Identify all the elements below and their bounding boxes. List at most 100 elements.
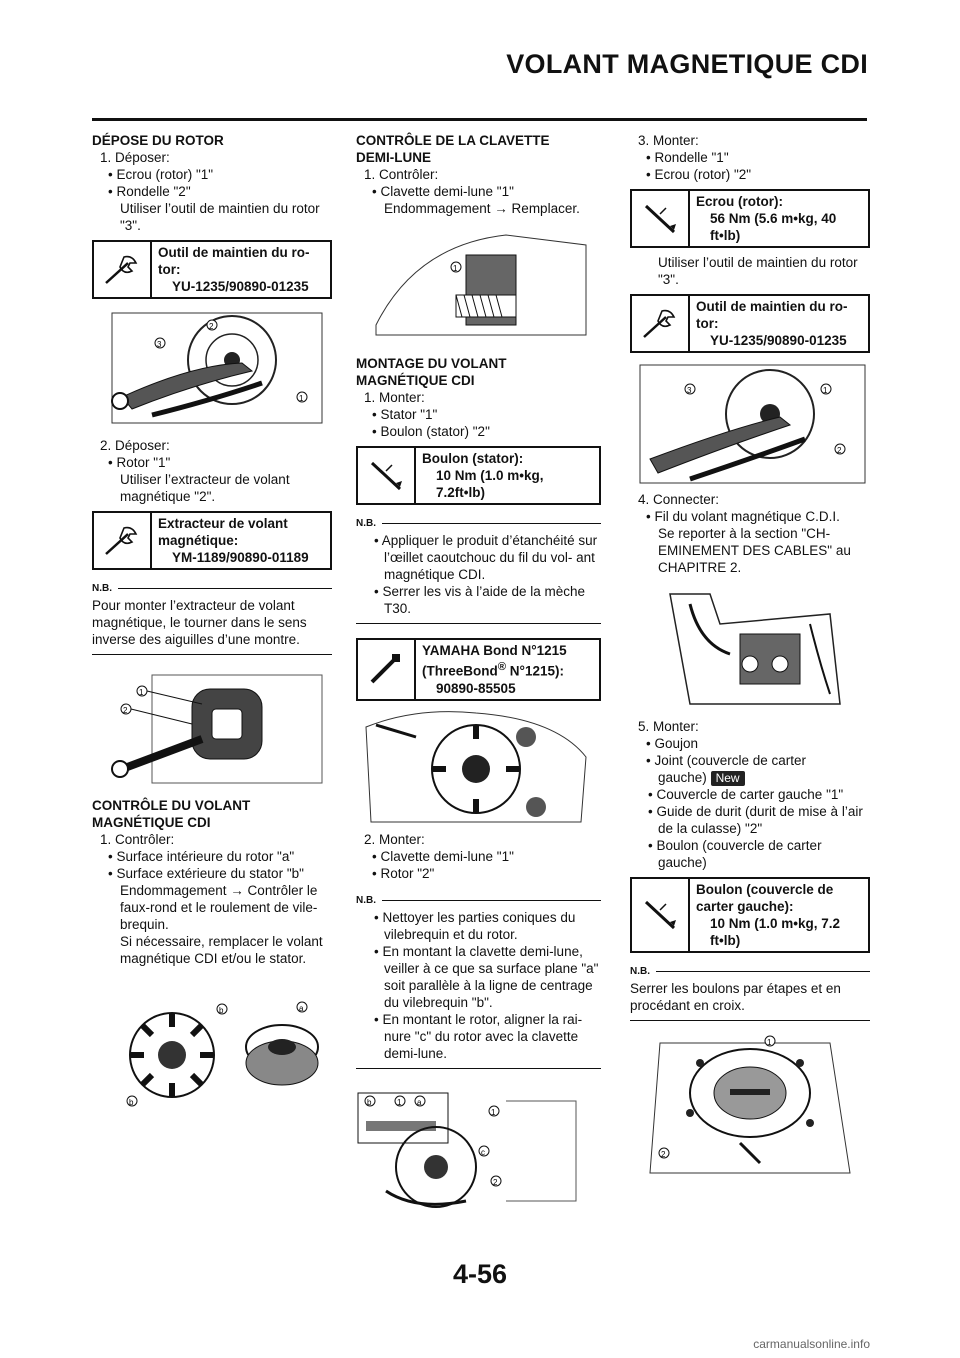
note-block: N.B. • Appliquer le produit d’étanchéité… — [356, 515, 601, 624]
callout: 3 — [157, 340, 162, 349]
sealant-label: (ThreeBond — [422, 663, 498, 679]
tool-part-number: YU-1235/90890-01235 — [710, 333, 847, 348]
tool-box: Extracteur de volant magnétique: YM-1189… — [92, 511, 332, 570]
woodruff-key-illustration: 1 — [356, 225, 601, 345]
torque-label: carter gauche): — [696, 899, 794, 914]
callout: b — [367, 1098, 372, 1107]
callout: 2 — [837, 446, 842, 455]
torque-value: 7.2ft•lb) — [436, 485, 485, 500]
crankcase-cover-illustration: 1 2 — [630, 1033, 870, 1183]
torque-wrench-icon — [358, 448, 416, 503]
bullet: • Stator "1" — [372, 407, 438, 422]
rotor-stator-illustration: b a b — [92, 997, 332, 1107]
step: 5. Monter: — [638, 719, 699, 734]
new-badge: New — [710, 771, 745, 786]
registered-mark: ® — [497, 661, 507, 673]
callout: 1 — [453, 264, 458, 273]
callout: c — [481, 1148, 485, 1157]
section-title: CONTRÔLE DE LA CLAVETTE — [356, 133, 550, 148]
callout: b — [129, 1098, 134, 1107]
bullet: • Couvercle de carter gauche "1" — [648, 787, 844, 802]
bullet: • Boulon (stator) "2" — [372, 424, 490, 439]
section-title: DEMI-LUNE — [356, 150, 431, 165]
sealant-icon — [358, 640, 416, 699]
bullet: • Goujon — [646, 736, 699, 751]
note-block: N.B. Serrer les boulons par étapes et en… — [630, 963, 870, 1021]
torque-box: Ecrou (rotor): 56 Nm (5.6 m•kg, 40 ft•lb… — [630, 189, 870, 248]
note: Utiliser l’extracteur de volant magnétiq… — [120, 472, 290, 504]
nb-text: • En montant le rotor, aligner la rai- n… — [374, 1011, 583, 1061]
nb-text: Serrer les boulons par étapes et en proc… — [630, 981, 841, 1013]
bullet: • Surface intérieure du rotor "a" — [108, 849, 295, 864]
torque-value: ft•lb) — [710, 933, 741, 948]
callout: b — [219, 1006, 224, 1015]
torque-value: 56 Nm (5.6 m•kg, 40 — [710, 211, 837, 226]
column-3: 3. Monter: • Rondelle "1" • Ecrou (rotor… — [630, 132, 870, 1183]
sealant-label: YAMAHA Bond N°1215 — [422, 643, 567, 658]
nb-label: N.B. — [356, 518, 376, 529]
torque-value: 10 Nm (1.0 m•kg, 7.2 — [710, 916, 841, 931]
nb-text: • En montant la clavette demi-lune, veil… — [374, 943, 599, 1010]
callout: 1 — [397, 1098, 402, 1107]
step: 2. Monter: — [364, 831, 425, 847]
bullet: • Rotor "2" — [372, 865, 435, 881]
callout: 2 — [209, 322, 214, 331]
bullet: • Surface extérieure du stator "b" — [108, 866, 304, 881]
bullet: • Rotor "1" — [108, 455, 171, 470]
nb-label: N.B. — [356, 894, 376, 906]
nb-label: N.B. — [630, 966, 650, 977]
nb-text: • Serrer les vis à l’aide de la mèche T3… — [374, 584, 586, 616]
bullet: • Boulon (couvercle de carter gauche) — [648, 838, 822, 870]
bullet: • Ecrou (rotor) "1" — [108, 167, 214, 182]
tool-box: Outil de maintien du ro- tor: YU-1235/90… — [630, 294, 870, 353]
note: Endommagement → Remplacer. — [384, 201, 580, 216]
wrench-icon — [94, 242, 152, 297]
note: Utiliser l’outil de maintien du rotor "3… — [658, 255, 858, 287]
section-title: MAGNÉTIQUE CDI — [356, 373, 475, 388]
tool-label: tor: — [158, 262, 181, 277]
note-block: N.B. • Nettoyer les parties coniques du … — [356, 892, 601, 1069]
callout: 1 — [823, 386, 828, 395]
wrench-icon — [94, 513, 152, 568]
nb-text: • Nettoyer les parties coniques du vileb… — [374, 909, 576, 942]
column-1: DÉPOSE DU ROTOR 1. Déposer: • Ecrou (rot… — [92, 132, 332, 1107]
section-title: MONTAGE DU VOLANT — [356, 356, 507, 371]
sealant-box: YAMAHA Bond N°1215 (ThreeBond® N°1215): … — [356, 638, 601, 701]
torque-box: Boulon (stator): 10 Nm (1.0 m•kg, 7.2ft•… — [356, 446, 601, 505]
step: 2. Déposer: — [100, 438, 170, 453]
bullet: • Ecrou (rotor) "2" — [646, 167, 752, 182]
page-title: VOLANT MAGNETIQUE CDI — [506, 49, 868, 79]
torque-label: Ecrou (rotor): — [696, 194, 783, 209]
note: Se reporter à la section "CH- EMINEMENT … — [658, 526, 851, 575]
rotor-nut-illustration: 3 1 2 — [630, 359, 870, 489]
rotor-holder-illustration: 3 2 1 — [92, 305, 332, 435]
note: Endommagement → Contrôler le faux-rond e… — [120, 883, 318, 932]
callout: a — [417, 1098, 422, 1107]
torque-value: ft•lb) — [710, 228, 741, 243]
bullet: • Fil du volant magnétique C.D.I. — [646, 509, 840, 524]
torque-wrench-icon — [632, 879, 690, 951]
bullet: • Rondelle "1" — [646, 150, 729, 165]
callout: 2 — [123, 706, 128, 715]
tool-label: tor: — [696, 316, 719, 331]
column-2: CONTRÔLE DE LA CLAVETTE DEMI-LUNE 1. Con… — [356, 132, 601, 1211]
note: Utiliser l’outil de maintien du rotor "3… — [120, 201, 320, 233]
nb-text: Pour monter l’extracteur de volant magné… — [92, 598, 307, 647]
tool-box: Outil de maintien du ro- tor: YU-1235/90… — [92, 240, 332, 299]
torque-box: Boulon (couvercle de carter gauche): 10 … — [630, 877, 870, 953]
sealant-part-number: 90890-85505 — [436, 680, 516, 696]
bullet: • Rondelle "2" — [108, 184, 191, 199]
section-title: CONTRÔLE DU VOLANT — [92, 798, 251, 813]
section-title: MAGNÉTIQUE CDI — [92, 815, 211, 830]
wrench-icon — [632, 296, 690, 351]
step: 3. Monter: — [638, 133, 699, 148]
bullet: • Clavette demi-lune "1" — [372, 848, 514, 864]
sealant-label: N°1215): — [506, 663, 564, 679]
torque-label: Boulon (couvercle de — [696, 882, 834, 897]
note-block: N.B. Pour monter l’extracteur de volant … — [92, 580, 332, 655]
rotor-key-illustration: b 1 a 1 c 2 — [356, 1080, 601, 1211]
callout: 1 — [491, 1108, 496, 1117]
callout: a — [299, 1004, 304, 1013]
torque-label: Boulon (stator): — [422, 451, 524, 466]
callout: 3 — [687, 386, 692, 395]
